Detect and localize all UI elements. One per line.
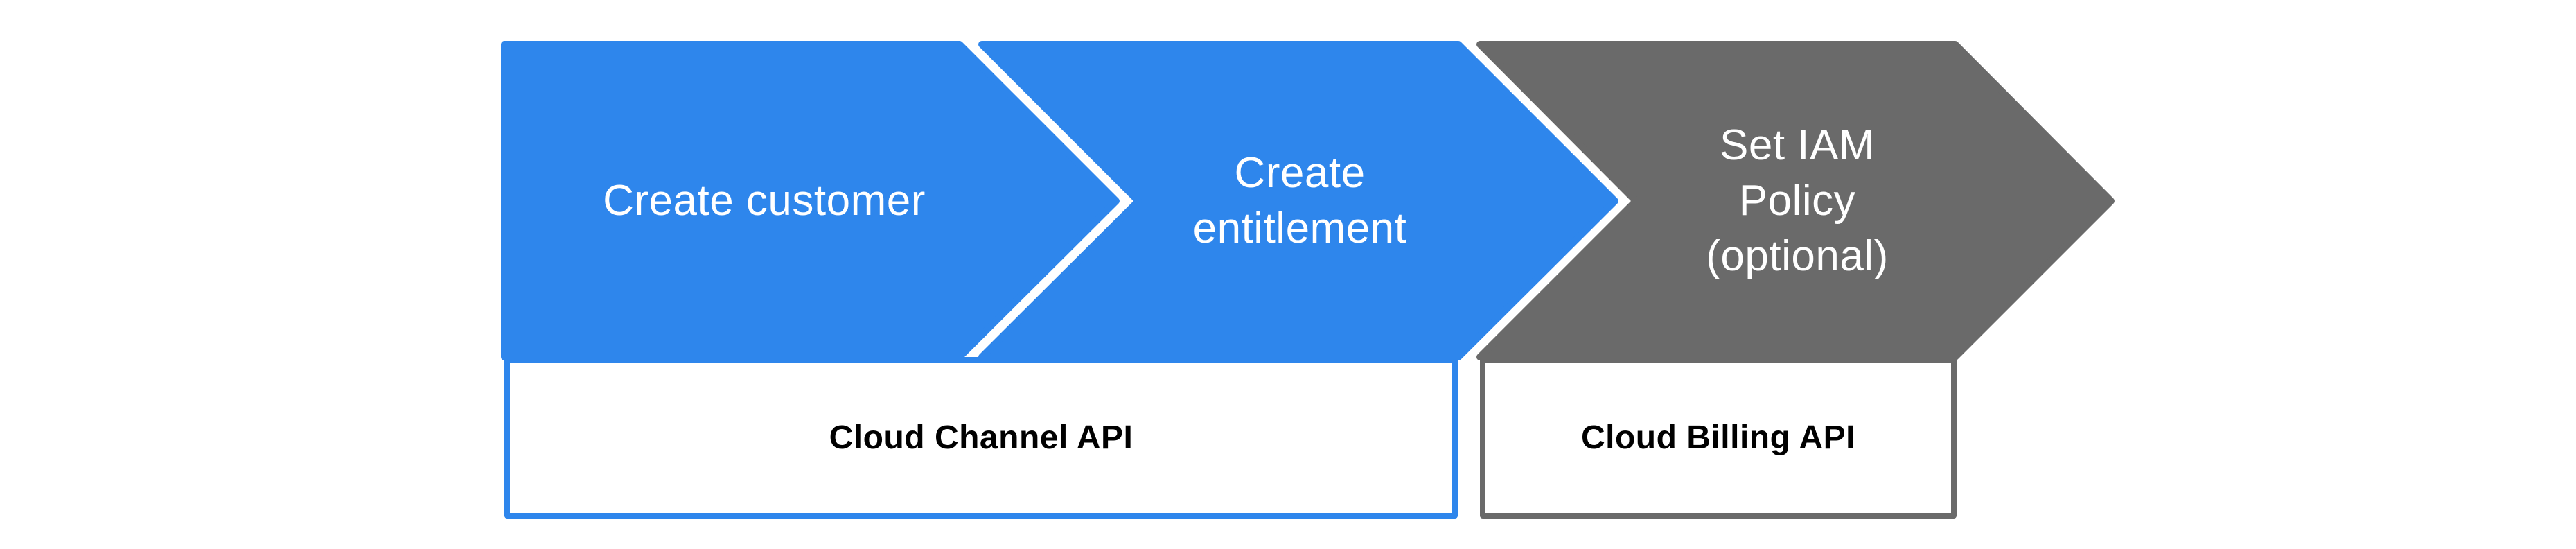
step-label-create-entitlement: Create entitlement xyxy=(1192,148,1407,252)
cloud-billing-api-box: Cloud Billing API xyxy=(1480,357,1957,518)
chevron-shape-set-iam-policy xyxy=(1476,41,2115,360)
chevron-shape-create-entitlement xyxy=(978,41,1618,360)
chevron-shape-create-customer xyxy=(501,41,1120,360)
step-label-create-customer: Create customer xyxy=(603,176,926,225)
step-label-set-iam-policy: Set IAM Policy (optional) xyxy=(1706,121,1889,280)
